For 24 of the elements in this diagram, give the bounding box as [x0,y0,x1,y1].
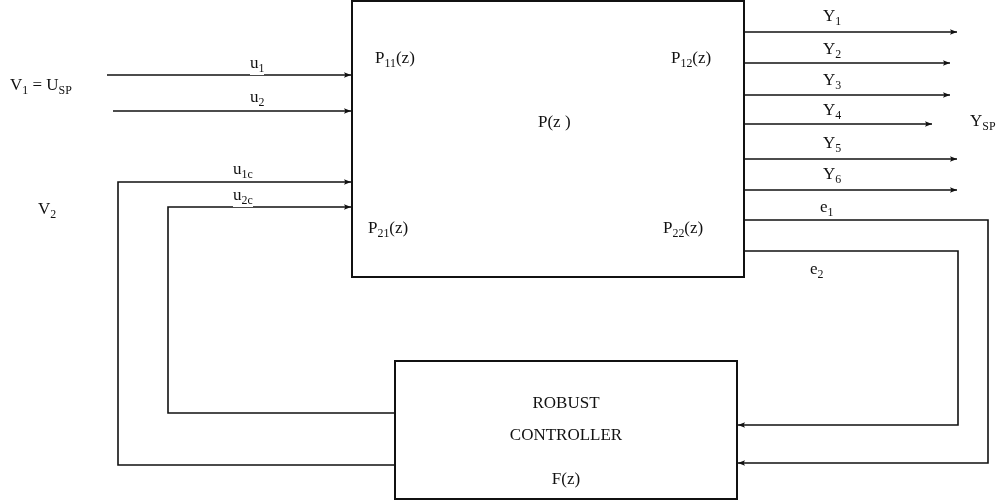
signal-arrow [744,29,958,35]
signal-arrow [744,60,951,66]
plant-label: P$_{22}$(z) [663,219,704,241]
signal-label: V$_{1}$ = U$_{SP}$ [10,76,72,98]
plant-label: P(z ) [538,113,571,132]
signal-arrow [744,121,933,127]
signal-arrow [737,250,959,428]
signal-arrow [112,108,352,114]
controller-label: F(z) [550,468,582,490]
plant-label: P$_{21}$(z) [368,219,409,241]
signal-arrow [106,72,352,78]
signal-arrow [744,187,958,193]
signal-arrow [117,179,395,466]
controller-label: ROBUST CONTROLLER [508,392,624,447]
plant-label: P$_{12}$(z) [671,49,712,71]
plant-label: P$_{11}$(z) [375,49,415,71]
plant-block [351,0,745,278]
signal-label: V$_{2}$ [38,200,57,222]
controller-block [394,360,738,500]
signal-arrow [737,219,989,466]
signal-arrow [167,204,395,414]
signal-label: Y$_{SP}$ [970,112,996,134]
signal-arrow [744,92,951,98]
signal-arrow [744,156,958,162]
